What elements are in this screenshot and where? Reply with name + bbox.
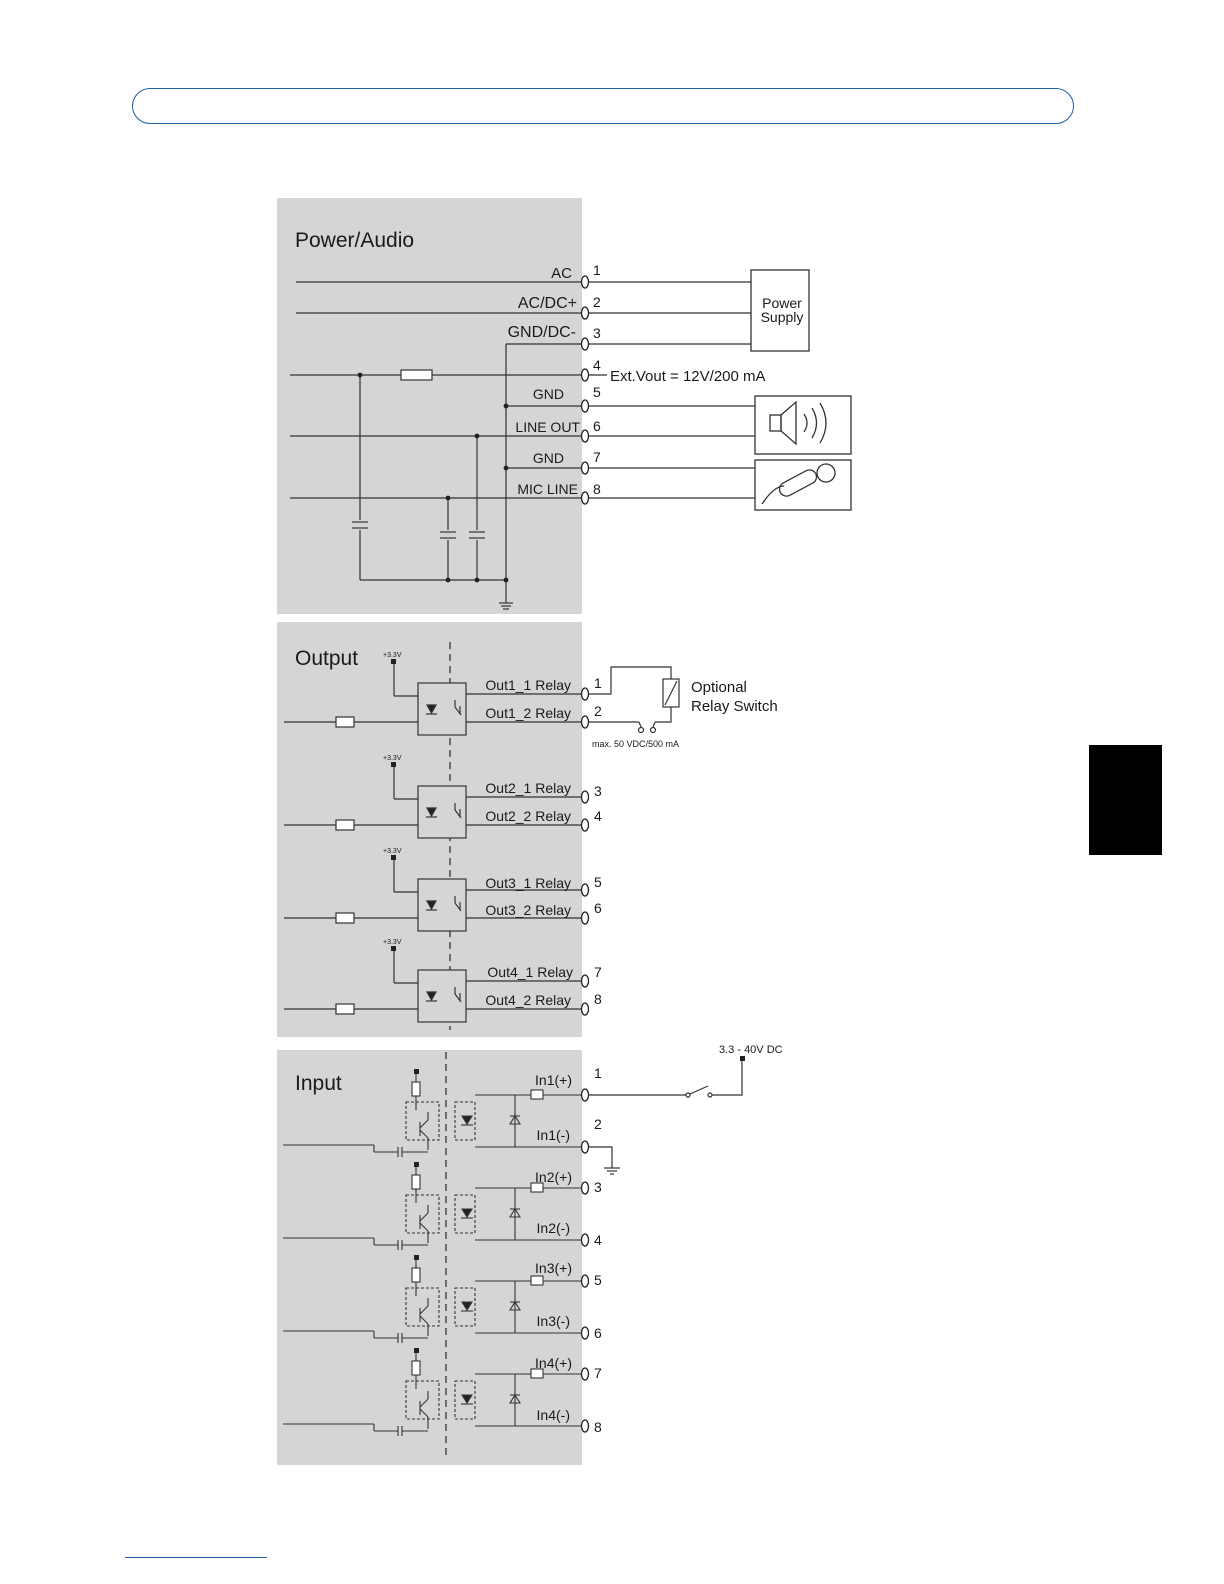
- output-pin-num-5: 5: [594, 874, 602, 890]
- power-audio-title: Power/Audio: [295, 229, 414, 252]
- optional-relay-switch: [589, 666, 680, 734]
- input-pin-label-4: In2(-): [537, 1220, 570, 1236]
- relay-block-3: [284, 855, 582, 932]
- power-pin-num-1: 1: [593, 262, 601, 278]
- input-pin-num-2: 2: [594, 1116, 602, 1132]
- relay-block-4: [284, 946, 582, 1023]
- input-panel: [277, 1050, 582, 1465]
- input-section: Input: [277, 1044, 783, 1465]
- output-supply-label-2: +3.3V: [383, 755, 402, 762]
- max-rating-label: max. 50 VDC/500 mA: [592, 739, 679, 749]
- output-pin-label-8: Out4_2 Relay: [485, 992, 571, 1008]
- power-audio-section: Power/Audio: [277, 198, 852, 614]
- power-pin-num-6: 6: [593, 418, 601, 434]
- input-pin-num-5: 5: [594, 1272, 602, 1288]
- output-pin-num-4: 4: [594, 808, 602, 824]
- relay-block-2: [284, 762, 582, 839]
- power-pin-num-3: 3: [593, 325, 601, 341]
- input-title: Input: [295, 1072, 342, 1095]
- input-pin-num-7: 7: [594, 1365, 602, 1381]
- power-pin-label-1: AC: [551, 265, 572, 282]
- power-pin-label-6: LINE OUT: [515, 419, 580, 435]
- output-pin-label-4: Out2_2 Relay: [485, 808, 571, 824]
- ext-vout-label: Ext.Vout = 12V/200 mA: [610, 368, 766, 385]
- input-pin-num-1: 1: [594, 1065, 602, 1081]
- output-pin-label-1: Out1_1 Relay: [485, 677, 571, 693]
- opto-block-2: [283, 1165, 582, 1250]
- power-pin-num-8: 8: [593, 481, 601, 497]
- output-pin-num-8: 8: [594, 991, 602, 1007]
- input-pin-num-8: 8: [594, 1419, 602, 1435]
- relay-block-1: [284, 662, 582, 736]
- input-pin-num-3: 3: [594, 1179, 602, 1195]
- power-supply-label-1: Power: [762, 295, 802, 311]
- dc-range-label: 3.3 - 40V DC: [719, 1044, 783, 1056]
- output-pin-num-3: 3: [594, 783, 602, 799]
- chapter-tab: [1089, 745, 1162, 855]
- opto-block-4: [283, 1351, 582, 1436]
- input-pin-num-6: 6: [594, 1325, 602, 1341]
- output-pin-label-5: Out3_1 Relay: [485, 875, 571, 891]
- power-pin-label-3: GND/DC-: [508, 324, 576, 341]
- output-section: Output +3.3V: [277, 622, 778, 1037]
- power-pin-num-7: 7: [593, 449, 601, 465]
- input-pin-label-7: In4(+): [535, 1355, 572, 1371]
- power-pin-num-5: 5: [593, 384, 601, 400]
- input-pin-num-4: 4: [594, 1232, 602, 1248]
- power-pin-label-8: MIC LINE: [517, 481, 578, 497]
- input-switch-wiring: [589, 1060, 743, 1175]
- output-pin-num-2: 2: [594, 703, 602, 719]
- output-supply-label-4: +3.3V: [383, 939, 402, 946]
- output-pin-label-2: Out1_2 Relay: [485, 705, 571, 721]
- output-title: Output: [295, 647, 358, 670]
- power-pin-label-5: GND: [533, 386, 564, 402]
- power-supply-box: [750, 269, 810, 352]
- output-pin-label-3: Out2_1 Relay: [485, 780, 571, 796]
- output-supply-label-3: +3.3V: [383, 848, 402, 855]
- input-pin-label-6: In3(-): [537, 1313, 570, 1329]
- header-bar: [132, 88, 1074, 124]
- output-pin-num-1: 1: [594, 675, 602, 691]
- power-pin-num-2: 2: [593, 294, 601, 310]
- output-pin-label-6: Out3_2 Relay: [485, 902, 571, 918]
- opto-block-1: [283, 1072, 582, 1157]
- output-supply-label-1: +3.3V: [383, 652, 402, 659]
- output-pin-label-7: Out4_1 Relay: [487, 964, 573, 980]
- power-pin-label-2: AC/DC+: [518, 295, 577, 312]
- power-supply-label-2: Supply: [761, 309, 804, 325]
- output-pin-num-6: 6: [594, 900, 602, 916]
- footer-rule: [125, 1557, 267, 1558]
- output-pins: [580, 687, 590, 1016]
- input-pin-label-8: In4(-): [537, 1407, 570, 1423]
- input-pins: [580, 1088, 590, 1433]
- opto-block-3: [283, 1258, 582, 1343]
- power-pin-label-7: GND: [533, 450, 564, 466]
- input-pin-label-2: In1(-): [537, 1127, 570, 1143]
- power-pins: [580, 275, 590, 505]
- optional-label-2: Relay Switch: [691, 698, 778, 715]
- input-pin-label-5: In3(+): [535, 1260, 572, 1276]
- optional-label-1: Optional: [691, 679, 747, 696]
- microphone-icon: [754, 459, 852, 511]
- input-pin-label-3: In2(+): [535, 1169, 572, 1185]
- power-pin-num-4: 4: [593, 357, 601, 373]
- speaker-icon: [754, 395, 852, 455]
- input-pin-label-1: In1(+): [535, 1072, 572, 1088]
- output-pin-num-7: 7: [594, 964, 602, 980]
